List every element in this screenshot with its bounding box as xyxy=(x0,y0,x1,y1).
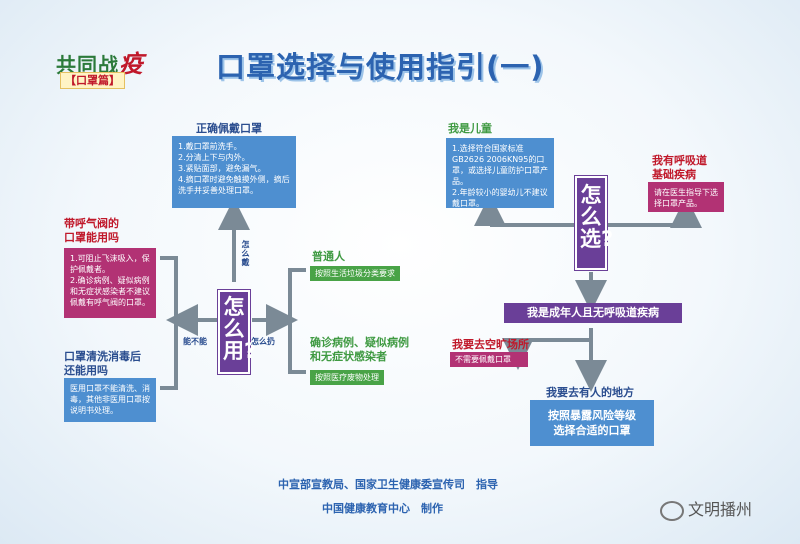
valve-title: 带呼气阀的 口罩能用吗 xyxy=(64,217,119,244)
open-area-box: 不需要佩戴口罩 xyxy=(450,352,528,367)
open-area-title: 我要去空旷场所 xyxy=(452,338,529,351)
wear-title: 正确佩戴口罩 xyxy=(196,122,262,135)
crowd-box: 按照暴露风险等级 选择合适的口罩 xyxy=(530,400,654,446)
footer-line1: 中宣部宣教局、国家卫生健康委宣传司 指导 xyxy=(278,478,498,491)
how-to-choose-center: 怎么选? xyxy=(575,176,614,270)
respiratory-box: 请在医生指导下选择口罩产品。 xyxy=(648,182,724,212)
adult-bar: 我是成年人且无呼吸道疾病 xyxy=(504,303,682,323)
general-box: 按照生活垃圾分类要求 xyxy=(310,266,400,281)
confirmed-title: 确诊病例、疑似病例 和无症状感染者 xyxy=(310,336,409,363)
child-box: 1.选择符合国家标准GB2626 2006KN95的口罩，或选择儿童防护口罩产品… xyxy=(446,138,554,208)
wechat-icon xyxy=(660,500,684,521)
watermark-text: 文明播州 xyxy=(688,500,753,519)
confirmed-box: 按照医疗废物处理 xyxy=(310,370,384,385)
how-to-use-center: 怎么用? xyxy=(218,290,257,374)
respiratory-title: 我有呼吸道 基础疾病 xyxy=(652,154,707,181)
valve-box: 1.可阻止飞沫吸入，保护佩戴者。 2.确诊病例、疑似病例和无症状感染者不建议佩戴… xyxy=(64,248,156,318)
label-can-use: 能不能 xyxy=(183,337,207,346)
page-title: 口罩选择与使用指引(一) xyxy=(216,50,545,84)
child-title: 我是儿童 xyxy=(448,122,492,135)
label-how-wear: 怎么戴 xyxy=(241,240,250,267)
how-to-choose-text: 怎么选? xyxy=(580,183,614,251)
watermark: 文明播州 xyxy=(660,496,752,521)
footer-line2: 中国健康教育中心 制作 xyxy=(322,502,443,515)
general-title: 普通人 xyxy=(312,250,345,263)
logo: 共同战疫 【口罩篇】 xyxy=(56,44,174,92)
wash-title: 口罩清洗消毒后 还能用吗 xyxy=(64,350,141,377)
wear-box: 1.戴口罩前洗手。 2.分清上下与内外。 3.紧贴面部，避免漏气。 4.摘口罩时… xyxy=(172,136,296,208)
label-how-discard: 怎么扔 xyxy=(251,337,275,346)
how-to-use-text: 怎么用? xyxy=(223,295,257,363)
wash-box: 医用口罩不能清洗、消毒，其他非医用口罩按说明书处理。 xyxy=(64,378,156,422)
logo-sub: 【口罩篇】 xyxy=(60,72,125,89)
crowd-title: 我要去有人的地方 xyxy=(546,386,634,399)
